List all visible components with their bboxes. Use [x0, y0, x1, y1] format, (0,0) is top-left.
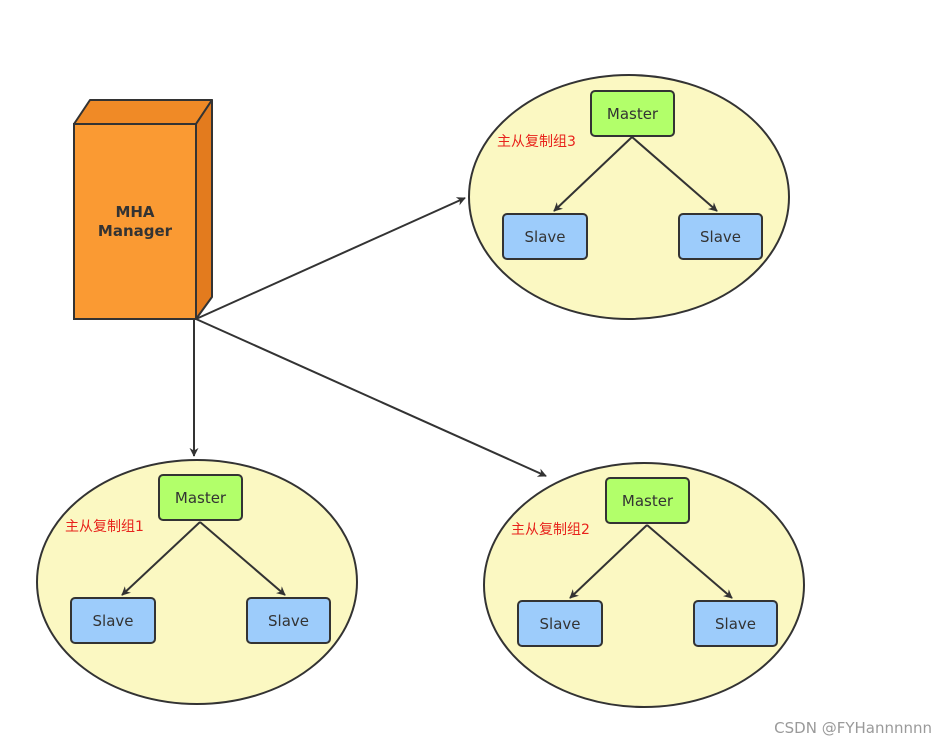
group-3-edge-right	[631, 136, 718, 212]
replication-group-2: 主从复制组2 Master Slave Slave	[483, 462, 805, 708]
group-3-slave-label-2: Slave	[700, 228, 741, 246]
group-1-slave-label-2: Slave	[268, 612, 309, 630]
mha-manager-node[interactable]: MHA Manager	[73, 99, 213, 320]
group-3-slave-node-1[interactable]: Slave	[502, 213, 588, 260]
group-3-label: 主从复制组3	[497, 133, 576, 150]
group-2-edge-left	[569, 524, 648, 599]
group-2-edge-right	[646, 524, 733, 599]
group-1-edge-left	[121, 521, 201, 596]
group-1-label: 主从复制组1	[65, 518, 144, 535]
group-3-master-label: Master	[607, 105, 659, 123]
group-1-slave-node-2[interactable]: Slave	[246, 597, 331, 644]
manager-top-face	[73, 99, 213, 125]
manager-label-line1: MHA	[115, 203, 154, 221]
arrow-manager-to-group-2	[195, 318, 547, 477]
group-1-edge-right	[199, 521, 286, 596]
group-1-master-label: Master	[175, 489, 227, 507]
group-2-slave-label-2: Slave	[715, 615, 756, 633]
manager-front-face	[73, 123, 197, 320]
group-1-master-node[interactable]: Master	[158, 474, 243, 521]
group-3-master-node[interactable]: Master	[590, 90, 675, 137]
group-3-slave-label-1: Slave	[525, 228, 566, 246]
group-2-master-label: Master	[622, 492, 674, 510]
group-1-slave-label-1: Slave	[93, 612, 134, 630]
replication-group-1: 主从复制组1 Master Slave Slave	[36, 459, 358, 705]
group-2-master-node[interactable]: Master	[605, 477, 690, 524]
group-2-slave-label-1: Slave	[540, 615, 581, 633]
group-3-edge-left	[553, 136, 633, 212]
manager-label-line2: Manager	[98, 222, 173, 240]
group-2-slave-node-2[interactable]: Slave	[693, 600, 778, 647]
arrow-manager-to-group-3	[195, 197, 466, 320]
replication-group-3: 主从复制组3 Master Slave Slave	[468, 74, 790, 320]
group-2-label: 主从复制组2	[511, 521, 590, 538]
watermark: CSDN @FYHannnnnn	[774, 719, 932, 737]
group-2-slave-node-1[interactable]: Slave	[517, 600, 603, 647]
group-1-slave-node-1[interactable]: Slave	[70, 597, 156, 644]
manager-side-face	[195, 99, 213, 320]
group-3-slave-node-2[interactable]: Slave	[678, 213, 763, 260]
